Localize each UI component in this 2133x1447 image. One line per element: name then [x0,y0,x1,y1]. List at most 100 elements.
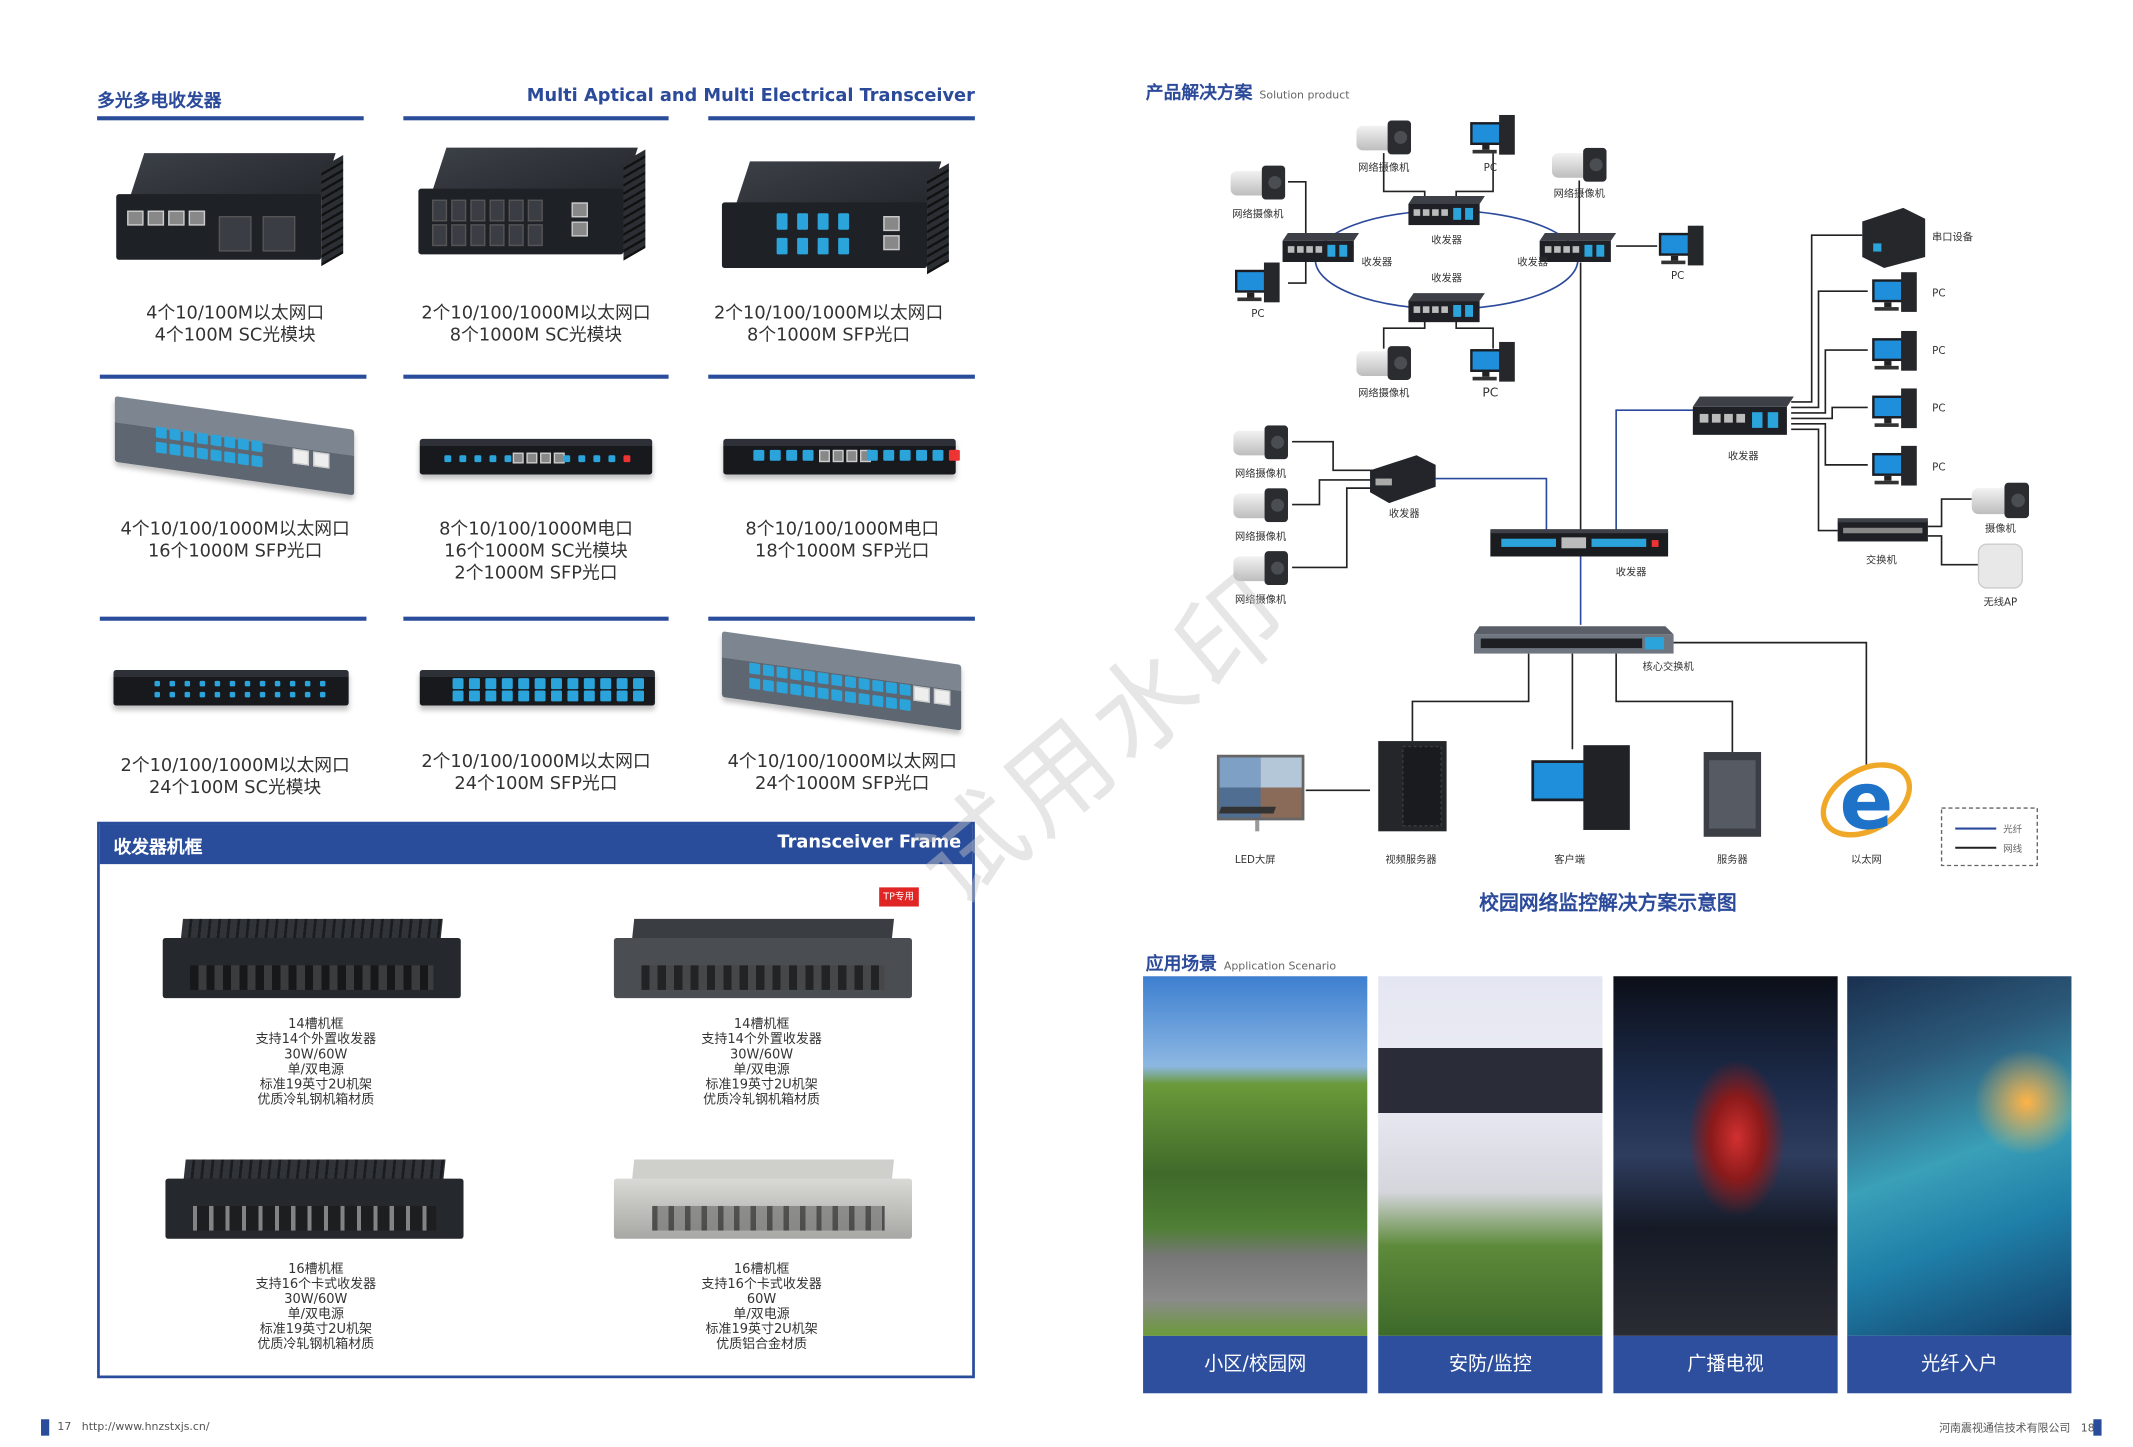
footer-marker [2093,1419,2102,1436]
label-pc: PC [1932,288,1945,300]
product-image-8sfp [721,161,949,275]
scenario-label: 广播电视 [1613,1335,1838,1394]
spec-line: 支持16个卡式收发器 [701,1277,822,1293]
label-transceiver: 收发器 [1361,255,1392,268]
page-number: 18 [2080,1421,2095,1435]
camera-icon [1971,482,2030,519]
transceiver-icon [1370,455,1436,504]
page-number: 17 [57,1420,72,1433]
section-title-cn: 多光多电收发器 [97,91,222,113]
spec-line: 优质冷轧钢机箱材质 [257,1092,375,1108]
spec-line: 标准19英寸2U机架 [705,1077,818,1093]
label-ap: 无线AP [1984,596,2018,609]
scenario-photo [1378,976,1603,1336]
spec-line: 16个1000M SC光模块 [444,541,628,562]
spec-line: 18个1000M SFP光口 [755,541,930,562]
legend: 光纤 网线 [1940,807,2038,867]
spec-line: 16个1000M SFP光口 [147,541,323,562]
ethernet-ie-icon: e [1820,755,1913,848]
ip-camera-icon [1230,165,1286,200]
label-serial-device: 串口设备 [1932,231,1973,244]
spec-line: 8个10/100/1000M电口 [439,519,633,541]
spec-line: 标准19英寸2U机架 [259,1077,372,1093]
label-pc: PC [1671,270,1684,282]
spec-line: 标准19英寸2U机架 [705,1322,818,1338]
ip-camera-icon [1233,425,1288,460]
label-transceiver: 收发器 [1431,233,1462,246]
company-name: 河南震视通信技术有限公司 [1939,1421,2071,1435]
chassis-image-16slot-aluminum [613,1159,912,1239]
client-pc-icon [1218,745,1630,830]
chassis-spec: 14槽机框 支持14个外置收发器 30W/60W 单/双电源 标准19英寸2U机… [625,1017,898,1107]
spec-line: 24个1000M SFP光口 [755,773,930,795]
label-switch: 交换机 [1866,553,1898,566]
serial-device-icon [1862,207,1926,268]
diagram-caption: 校园网络监控解决方案示意图 [1479,891,1737,914]
solution-title-en: Solution product [1259,88,1350,102]
frame-title-cn: 收发器机框 [113,838,203,859]
pc-icon [1872,272,1917,312]
scenario-card-ftth[interactable]: 光纤入户 [1847,976,2072,1394]
divider [97,116,364,121]
chassis-image-14slot [613,918,912,999]
label-pc: PC [1251,308,1264,320]
scenario-card-security[interactable]: 安防/监控 [1378,976,1603,1394]
wireless-ap-icon [1977,543,2023,589]
main-transceiver-icon [1490,529,1669,557]
spec-line: 8个1000M SFP光口 [747,325,911,346]
scenario-photo [1143,976,1368,1336]
spec-line: 2个10/100/1000M以太网口 [713,303,944,325]
chassis-spec: 14槽机框 支持14个外置收发器 30W/60W 单/双电源 标准19英寸2U机… [179,1017,452,1107]
transceiver-icon [1408,293,1485,323]
solution-heading: 产品解决方案 Solution product [1146,78,1350,104]
label-transceiver: 收发器 [1616,566,1647,579]
label-pc: PC [1932,345,1945,357]
ip-camera-icon [1551,147,1607,182]
footer-marker [41,1419,50,1436]
diagram-labels: 网络摄像机 PC 网络摄像机 网络摄像机 收发器 收发器 收发器 收发器 PC … [1232,161,2017,866]
label-ip-camera: 网络摄像机 [1235,593,1287,606]
spec-line: 单/双电源 [287,1307,345,1323]
product-image-4port-sc [116,153,344,267]
spec-line: 16槽机框 [288,1262,344,1278]
label-ip-camera: 网络摄像机 [1232,207,1284,220]
transceiver-icon [1539,232,1617,263]
product-spec: 4个10/100/1000M以太网口 24个1000M SFP光口 [692,752,993,796]
spec-line: 30W/60W [284,1047,348,1063]
chassis-image-14slot [162,918,461,999]
spec-line: 4个100M SC光模块 [154,325,316,346]
product-spec: 2个10/100/1000M以太网口 8个1000M SC光模块 [386,304,687,348]
label-ip-camera: 网络摄像机 [1358,387,1410,400]
spec-line: 优质冷轧钢机箱材质 [257,1337,375,1353]
label-transceiver: 收发器 [1431,272,1462,285]
scenario-card-broadcast[interactable]: 广播电视 [1613,976,1838,1394]
product-spec: 4个10/100M以太网口 4个100M SC光模块 [85,304,386,348]
pc-icon [1234,262,1280,303]
ip-camera-icon [1233,488,1288,523]
label-pc: PC [1932,461,1945,473]
spec-line: 单/双电源 [733,1307,790,1323]
divider [403,374,669,379]
spec-line: 2个1000M SFP光口 [454,563,618,584]
product-image-8sc [418,147,646,261]
pc-icon [1872,388,1917,429]
product-image-16sc [419,438,653,475]
spec-line: 4个10/100/1000M以太网口 [120,519,350,541]
pc-icon [1872,330,1917,371]
switch-icon [1837,518,1928,542]
pc-icon [1872,445,1917,486]
scenario-title-cn: 应用场景 [1145,954,1217,975]
label-ip-camera: 网络摄像机 [1554,187,1606,200]
scenario-label: 安防/监控 [1378,1335,1603,1394]
transceiver-icon [1408,196,1485,226]
spec-line: 24个100M SFP光口 [454,773,618,795]
scenario-card-campus[interactable]: 小区/校园网 [1143,976,1368,1394]
divider [99,616,367,621]
website-link[interactable]: http://www.hnzstxjs.cn/ [81,1420,210,1433]
spec-line: 优质冷轧钢机箱材质 [703,1092,821,1108]
product-spec: 4个10/100/1000M以太网口 16个1000M SFP光口 [85,520,386,564]
divider [708,374,975,379]
product-spec: 8个10/100/1000M电口 18个1000M SFP光口 [692,520,993,564]
chassis-image-16slot [165,1159,464,1239]
